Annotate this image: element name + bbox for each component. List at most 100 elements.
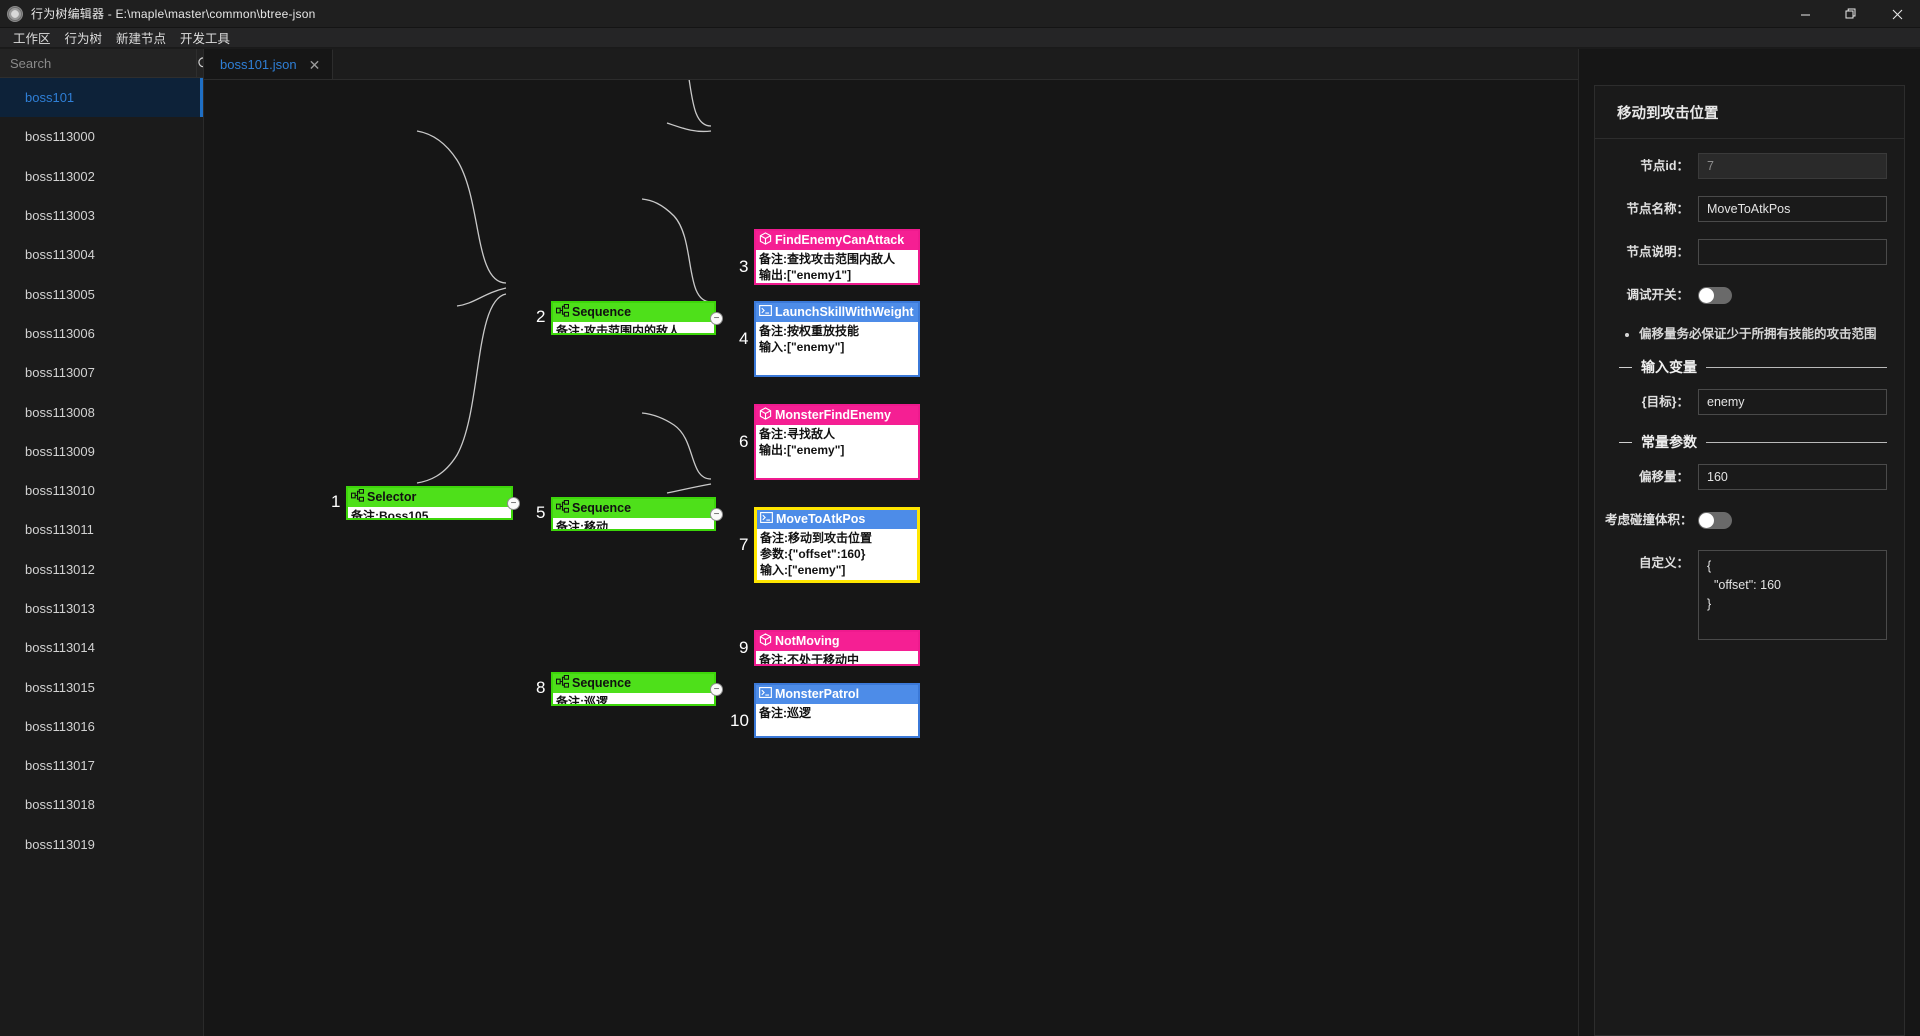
editor-canvas: boss101.json ✕ [204,49,1578,1036]
menu-item-dev-tools[interactable]: 开发工具 [180,32,231,46]
window-controls [1782,0,1920,28]
sidebar-item-boss113012[interactable]: boss113012 [25,561,95,577]
section-input-variables: 输入变量 [1605,357,1887,377]
bt-node-index: 9 [739,638,749,657]
sidebar-item-boss113019[interactable]: boss113019 [25,836,95,852]
bt-node-port[interactable]: − [710,508,723,521]
minimize-icon [1800,14,1810,15]
node-desc-label: 节点说明： [1626,245,1689,259]
window-title: 行为树编辑器 - E:\maple\master\common\btree-js… [31,7,316,21]
title-bar: 行为树编辑器 - E:\maple\master\common\btree-js… [0,0,1920,28]
restore-icon [1845,8,1856,19]
bt-node-line: 备注:巡逻 [759,706,811,720]
menu-item-workspace[interactable]: 工作区 [13,32,51,46]
minimize-button[interactable] [1782,0,1828,28]
sidebar-item-boss113003[interactable]: boss113003 [25,208,95,224]
collision-toggle[interactable] [1698,512,1732,529]
tree-icon [555,303,570,321]
sidebar-item-boss113011[interactable]: boss113011 [25,522,94,538]
sidebar-item-boss113017[interactable]: boss113017 [25,758,95,774]
bt-node-line: 参数:{"offset":160} [760,547,866,561]
bt-node-title: Sequence [572,501,632,515]
bt-node-body: 备注:移动到攻击位置参数:{"offset":160}输入:["enemy"] [757,529,917,580]
bt-node-index: 10 [730,711,749,730]
bt-node-sequence[interactable]: Sequence 备注:巡逻 [551,672,716,706]
bt-node-line: 备注:Boss105 [351,509,429,520]
search-button[interactable] [196,49,203,77]
sidebar-item-boss113015[interactable]: boss113015 [25,679,95,695]
hint-list: 偏移量务必保证少于所拥有技能的攻击范围 [1605,325,1887,343]
sidebar-item-boss101[interactable]: boss101 [0,78,203,118]
custom-json-textarea[interactable] [1698,550,1887,640]
menu-item-new-node[interactable]: 新建节点 [116,32,167,46]
sidebar-item-boss113002[interactable]: boss113002 [25,168,95,184]
bt-node-body: 备注:不处于移动中 [756,651,918,666]
bt-node-port[interactable]: − [507,497,520,510]
bt-node-line: 备注:巡逻 [556,695,608,706]
bt-node-line: 备注:攻击范围内的敌人 [556,324,680,335]
field-offset: 偏移量： [1605,464,1887,490]
bt-node-sequence[interactable]: Sequence 备注:移动 [551,497,716,531]
sidebar-item-boss113005[interactable]: boss113005 [25,286,95,302]
bt-node-body: 备注:移动 [553,518,714,531]
terminal-icon [759,304,772,321]
tab-boss101-json[interactable]: boss101.json ✕ [204,49,334,79]
bt-node-header: Sequence [553,499,714,518]
bt-node-port[interactable]: − [710,683,723,696]
maximize-button[interactable] [1828,0,1874,28]
sidebar-item-boss113018[interactable]: boss113018 [25,797,95,813]
bt-node-title: LaunchSkillWithWeight [775,305,914,319]
node-name-input[interactable] [1698,196,1887,222]
bt-node-line: 备注:按权重放技能 [759,324,859,338]
field-node-id: 节点id： [1605,153,1887,179]
bt-node-title: Sequence [572,305,632,319]
tab-close-icon[interactable]: ✕ [308,56,321,73]
bt-node-findenemycanattack[interactable]: FindEnemyCanAttack 备注:查找攻击范围内敌人输出:["enemy… [754,229,920,285]
debug-toggle[interactable] [1698,287,1732,304]
bt-node-title: FindEnemyCanAttack [775,233,905,247]
bt-node-port[interactable]: − [710,312,723,325]
sidebar-item-boss113000[interactable]: boss113000 [25,129,95,145]
offset-label: 偏移量： [1638,470,1689,484]
sidebar-item-boss113006[interactable]: boss113006 [25,325,95,341]
search-input[interactable] [0,49,196,77]
bt-node-sequence[interactable]: Sequence 备注:攻击范围内的敌人 [551,301,716,335]
sidebar-item-boss113016[interactable]: boss113016 [25,718,95,734]
bt-node-title: Sequence [572,676,632,690]
bt-node-line: 备注:不处于移动中 [759,653,859,666]
bt-node-line: 备注:移动 [556,520,608,531]
bt-node-line: 备注:查找攻击范围内敌人 [759,252,895,266]
sidebar-item-boss113009[interactable]: boss113009 [25,443,95,459]
section-collapse-icon[interactable] [1619,441,1632,443]
sidebar-item-boss113014[interactable]: boss113014 [25,640,95,656]
field-node-desc: 节点说明： [1605,239,1887,265]
hint-item: 偏移量务必保证少于所拥有技能的攻击范围 [1639,325,1887,343]
sidebar-item-boss113010[interactable]: boss113010 [25,483,95,499]
bt-node-body: 备注:巡逻 [756,704,918,723]
section-const-title: 常量参数 [1641,434,1697,450]
bt-node-header: MonsterFindEnemy [756,406,918,425]
bt-node-index: 4 [739,329,749,348]
bt-node-header: MoveToAtkPos [757,510,917,529]
sidebar-item-boss113004[interactable]: boss113004 [25,247,95,263]
sidebar-item-boss113007[interactable]: boss113007 [25,365,95,381]
bt-node-line: 输出:["enemy1"] [759,268,852,282]
section-collapse-icon[interactable] [1619,366,1632,368]
bt-node-line: 输出:["enemy"] [759,443,845,457]
close-button[interactable] [1874,0,1920,28]
offset-input[interactable] [1698,464,1887,490]
node-desc-input[interactable] [1698,239,1887,265]
field-custom-json: 自定义： [1605,550,1887,640]
menu-item-behaviour-tree[interactable]: 行为树 [64,32,103,46]
field-node-name: 节点名称： [1605,196,1887,222]
target-variable-input[interactable] [1698,389,1887,415]
sidebar-item-boss113008[interactable]: boss113008 [25,404,95,420]
sidebar-item-boss113013[interactable]: boss113013 [25,601,95,616]
